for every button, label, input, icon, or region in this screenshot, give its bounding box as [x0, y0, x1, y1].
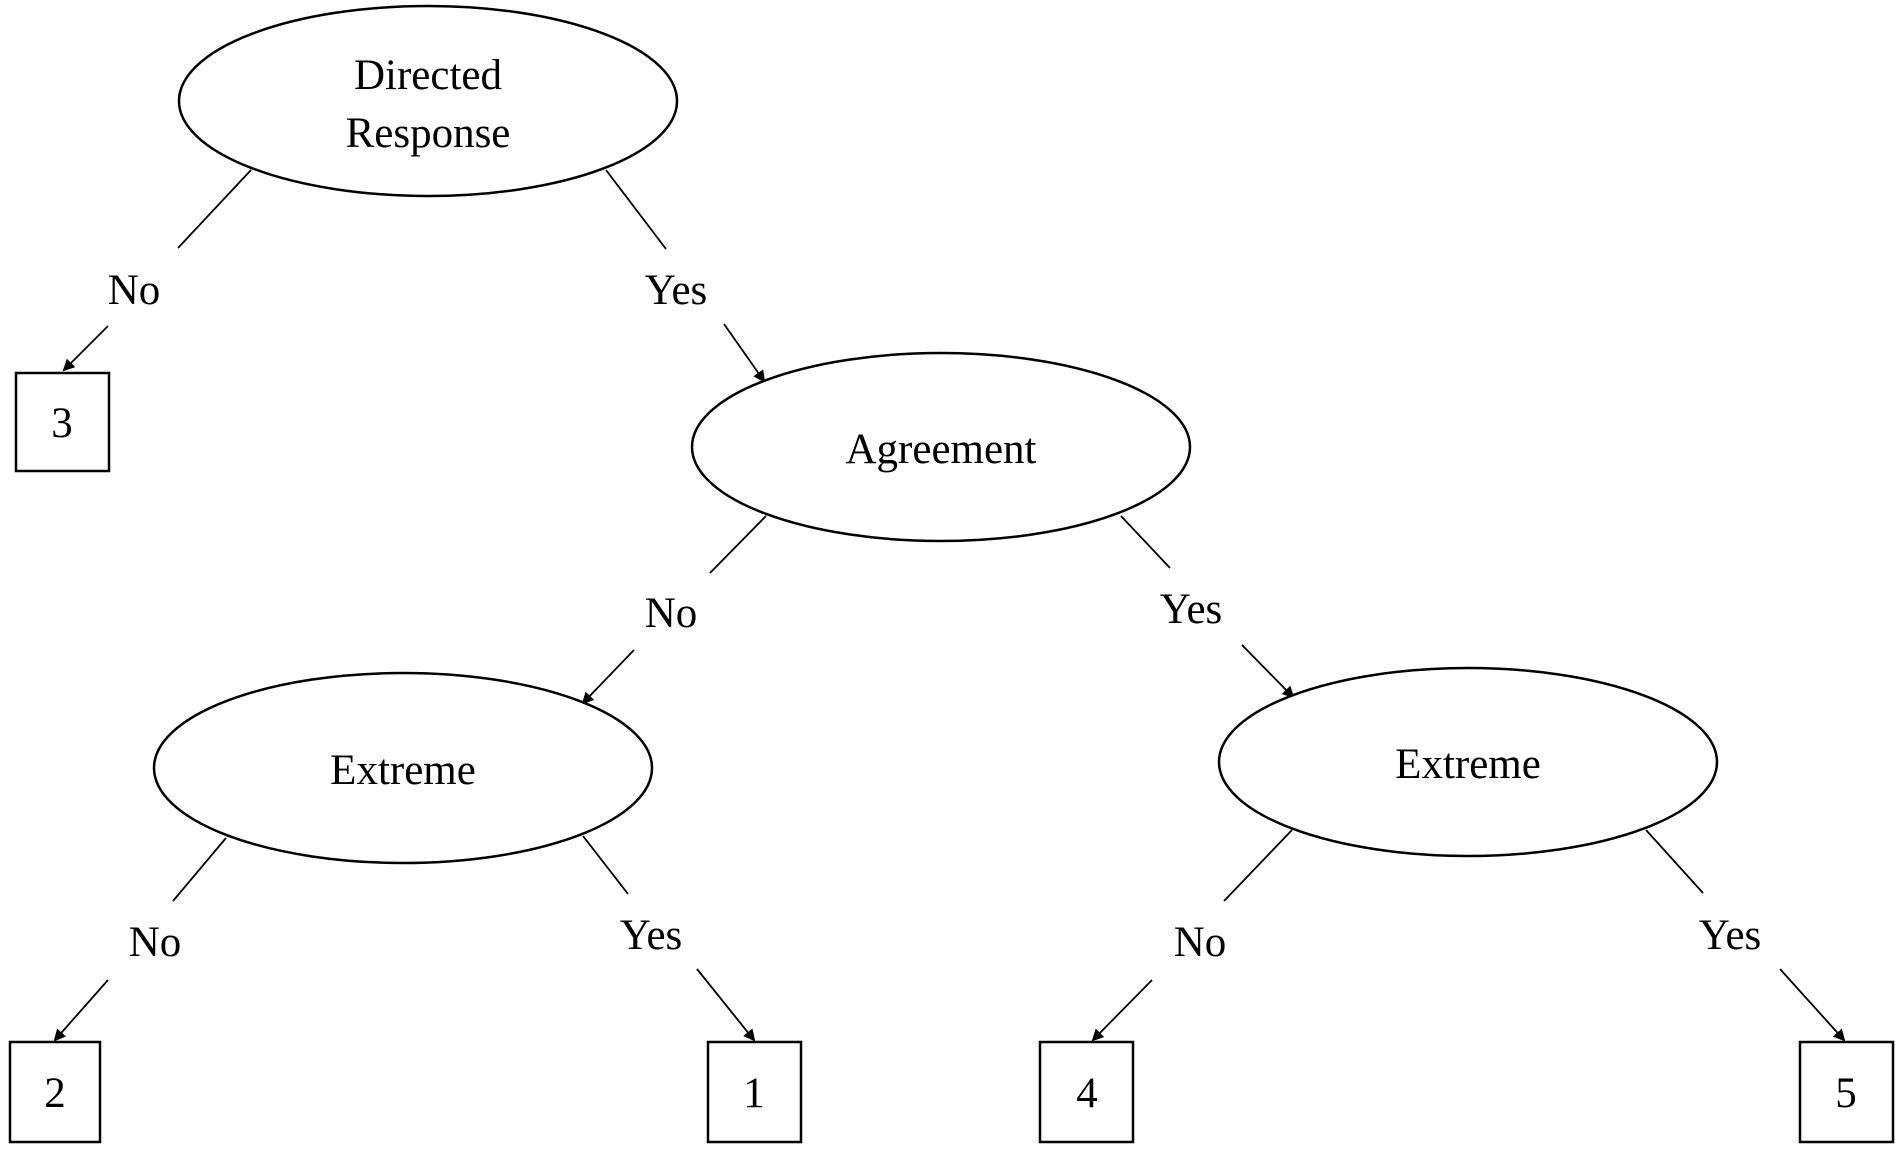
- node-extreme-left: Extreme: [152, 671, 654, 865]
- edge-agreement-yes-line: [1120, 515, 1171, 569]
- edge-extreme-right-no-arrow: [1091, 979, 1153, 1042]
- edge-root-yes-label: Yes: [645, 267, 708, 314]
- edge-extreme-left-no-arrow: [53, 979, 109, 1042]
- leaf-4: 4: [1038, 1040, 1135, 1144]
- edge-root-yes-arrow: [723, 323, 766, 383]
- edge-extreme-left-yes-line: [582, 835, 629, 895]
- leaf-4-label: 4: [1076, 1070, 1098, 1117]
- node-directed-response: Directed Response: [177, 4, 679, 198]
- edge-extreme-right-yes-line: [1645, 829, 1704, 894]
- edge-extreme-left-yes-arrow: [696, 968, 756, 1042]
- leaf-1-label: 1: [743, 1070, 765, 1117]
- node-directed-response-line1: Directed: [354, 52, 502, 99]
- leaf-2-label: 2: [44, 1070, 66, 1117]
- edge-agreement-no-line: [709, 515, 767, 574]
- edge-agreement-no-label: No: [645, 590, 698, 637]
- leaf-5-label: 5: [1835, 1070, 1857, 1117]
- edge-agreement-yes-arrow: [1241, 644, 1295, 699]
- edge-root-no-label: No: [108, 267, 161, 314]
- edge-root-yes-line: [605, 169, 667, 250]
- leaf-2: 2: [8, 1040, 102, 1144]
- leaf-5: 5: [1798, 1040, 1895, 1144]
- edge-extreme-right-no-label: No: [1174, 919, 1227, 966]
- edge-agreement-yes-label: Yes: [1160, 586, 1223, 633]
- node-extreme-right-label: Extreme: [1395, 741, 1541, 788]
- node-agreement-label: Agreement: [845, 426, 1036, 473]
- leaf-3: 3: [14, 371, 111, 473]
- edge-extreme-left-no-line: [172, 837, 227, 902]
- edge-extreme-left-no-label: No: [129, 919, 182, 966]
- leaf-3-label: 3: [51, 400, 73, 447]
- node-directed-response-line2: Response: [346, 110, 511, 157]
- edge-extreme-right-yes-label: Yes: [1699, 912, 1762, 959]
- edge-agreement-no-arrow: [581, 649, 635, 705]
- leaf-1: 1: [706, 1040, 803, 1144]
- edge-extreme-right-no-line: [1223, 829, 1293, 902]
- edge-root-no-arrow: [62, 325, 109, 372]
- edge-extreme-right-yes-arrow: [1779, 968, 1846, 1042]
- edge-root-no-line: [177, 169, 252, 249]
- node-extreme-right: Extreme: [1217, 666, 1719, 858]
- edge-extreme-left-yes-label: Yes: [620, 912, 683, 959]
- node-agreement: Agreement: [690, 351, 1192, 543]
- node-extreme-left-label: Extreme: [330, 747, 476, 794]
